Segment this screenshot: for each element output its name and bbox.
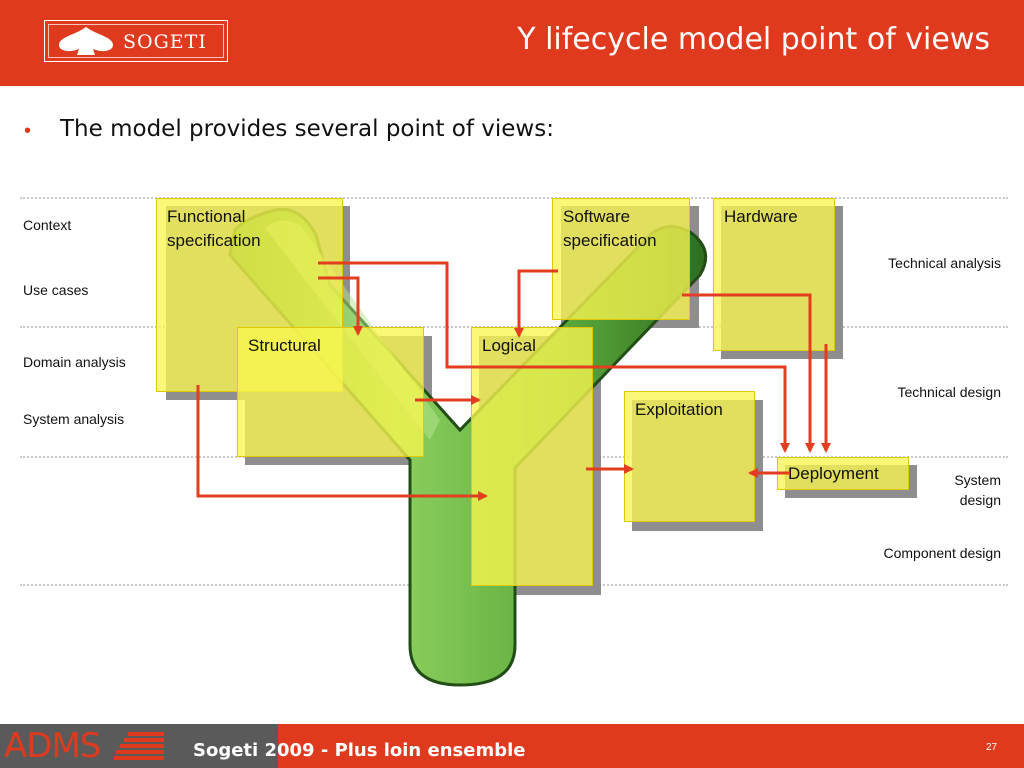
label-domain-analysis: Domain analysis — [23, 354, 126, 370]
arrow-functional-to-logical-bottom — [196, 385, 488, 501]
box-label-software: Software specification — [563, 205, 657, 253]
separator — [20, 197, 1008, 199]
bullet-icon: • — [24, 120, 32, 142]
exploitation-box: Exploitation — [624, 391, 755, 522]
structural-box: Structural — [237, 327, 424, 457]
hardware-box: Hardware — [713, 198, 835, 351]
arrow-hardware-to-deployment — [682, 293, 815, 453]
logo-text: SOGETI — [123, 31, 207, 53]
deployment-box: Deployment — [777, 457, 909, 490]
label-context: Context — [23, 217, 72, 233]
label-system-design: System design — [954, 472, 1001, 508]
box-label-functional: Functional specification — [167, 205, 261, 253]
box-label-exploitation: Exploitation — [635, 400, 723, 419]
arrow-software-to-logical — [514, 269, 558, 338]
box-label-functional-line2: specification — [167, 231, 261, 250]
spade-icon — [59, 27, 113, 55]
box-label-logical: Logical — [482, 336, 536, 355]
label-component-design: Component design — [883, 545, 1001, 561]
label-use-cases: Use cases — [23, 282, 89, 298]
stairs-icon — [114, 732, 164, 760]
page-number: 27 — [986, 742, 998, 753]
footer-tagline: Sogeti 2009 - Plus loin ensemble — [193, 740, 526, 761]
box-label-software-line1: Software — [563, 207, 631, 226]
label-technical-analysis: Technical analysis — [888, 255, 1001, 271]
box-label-functional-line1: Functional — [167, 207, 246, 226]
arrow-functional-to-structural — [318, 276, 363, 336]
logical-box: Logical — [471, 327, 593, 586]
box-label-deployment: Deployment — [788, 464, 879, 483]
bullet-text: The model provides several point of view… — [60, 116, 554, 142]
arrow-functional-to-logical — [318, 261, 790, 453]
label-technical-design: Technical design — [897, 384, 1001, 400]
box-label-software-line2: specification — [563, 231, 657, 250]
box-label-hardware: Hardware — [724, 207, 798, 226]
sogeti-logo: SOGETI — [44, 20, 228, 62]
box-label-structural: Structural — [248, 336, 321, 355]
adms-logo: ADMS — [4, 726, 101, 766]
logo-frame — [48, 24, 224, 58]
slide-title: Y lifecycle model point of views — [517, 22, 990, 57]
label-system-analysis: System analysis — [23, 411, 125, 427]
software-specification-box: Software specification — [552, 198, 690, 320]
